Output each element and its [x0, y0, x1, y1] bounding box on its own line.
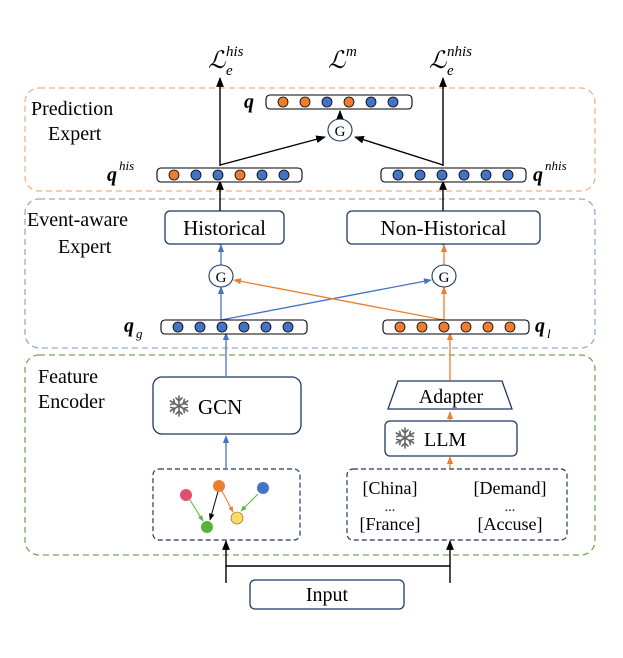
prediction-expert-region — [24, 87, 596, 192]
q-nhis-label: q nhis — [533, 158, 567, 186]
prediction-title-line2: Expert — [48, 123, 102, 145]
entity-input-box: [China] ... [France] [Demand] ... [Accus… — [346, 468, 568, 541]
event-aware-expert-region — [24, 198, 596, 349]
non-historical-box: Non-Historical — [346, 210, 541, 245]
svg-text:q: q — [533, 164, 543, 186]
svg-text:l: l — [547, 326, 551, 341]
svg-text:LLM: LLM — [424, 429, 466, 451]
feature-encoder-title-line2: Encoder — [38, 391, 105, 413]
svg-text:Historical: Historical — [183, 216, 266, 240]
q-nhis-vector — [380, 167, 527, 183]
svg-text:e: e — [447, 63, 454, 79]
q-l-vector — [382, 319, 530, 335]
svg-text:m: m — [346, 44, 357, 60]
entity-col2-line2: ... — [505, 500, 516, 515]
loss-his-label: ℒ his e — [208, 44, 244, 79]
svg-text:G: G — [216, 270, 227, 286]
q-vector-label: q — [244, 91, 254, 113]
svg-text:G: G — [335, 124, 346, 140]
entity-col1-line2: ... — [385, 500, 396, 515]
svg-text:his: his — [226, 44, 244, 60]
svg-text:GCN: GCN — [198, 395, 242, 419]
loss-nhis-label: ℒ nhis e — [429, 44, 472, 79]
gate-non-historical: G — [431, 264, 457, 288]
entity-col1-line3: [France] — [360, 514, 421, 534]
entity-col1-line1: [China] — [363, 478, 418, 498]
event-aware-title-line2: Expert — [58, 236, 112, 258]
svg-text:g: g — [136, 326, 143, 341]
entity-col2-line1: [Demand] — [474, 478, 547, 498]
svg-text:G: G — [439, 270, 450, 286]
svg-text:Input: Input — [306, 584, 349, 606]
gate-historical: G — [208, 264, 234, 288]
q-g-label: q g — [124, 315, 143, 341]
svg-text:e: e — [226, 63, 233, 79]
q-g-vector — [160, 319, 308, 335]
svg-text:ℒ: ℒ — [429, 48, 447, 74]
svg-text:q: q — [535, 315, 545, 337]
q-l-label: q l — [535, 315, 551, 341]
feature-encoder-region — [24, 354, 596, 556]
gcn-box: GCN — [152, 376, 302, 435]
svg-text:Non-Historical: Non-Historical — [381, 216, 507, 240]
feature-encoder-title-line1: Feature — [38, 366, 98, 388]
loss-m-label: ℒ m — [328, 44, 357, 74]
input-box: Input — [249, 579, 405, 610]
q-his-label: q his — [107, 158, 134, 186]
svg-text:q: q — [107, 164, 117, 186]
prediction-title-line1: Prediction — [31, 98, 113, 120]
graph-input-box — [152, 468, 301, 541]
svg-text:q: q — [124, 315, 134, 337]
svg-text:nhis: nhis — [447, 44, 472, 60]
entity-col2-line3: [Accuse] — [478, 514, 543, 534]
llm-box: LLM — [384, 420, 518, 457]
svg-text:his: his — [119, 158, 134, 173]
adapter-box: Adapter — [387, 380, 513, 410]
svg-text:nhis: nhis — [545, 158, 567, 173]
event-aware-title-line1: Event-aware — [27, 209, 128, 231]
gate-top: G — [327, 118, 353, 142]
q-his-vector — [156, 167, 303, 183]
q-vector — [265, 94, 413, 110]
svg-text:ℒ: ℒ — [208, 48, 226, 74]
svg-text:ℒ: ℒ — [328, 48, 346, 74]
svg-text:Adapter: Adapter — [419, 386, 484, 408]
historical-box: Historical — [164, 210, 285, 245]
